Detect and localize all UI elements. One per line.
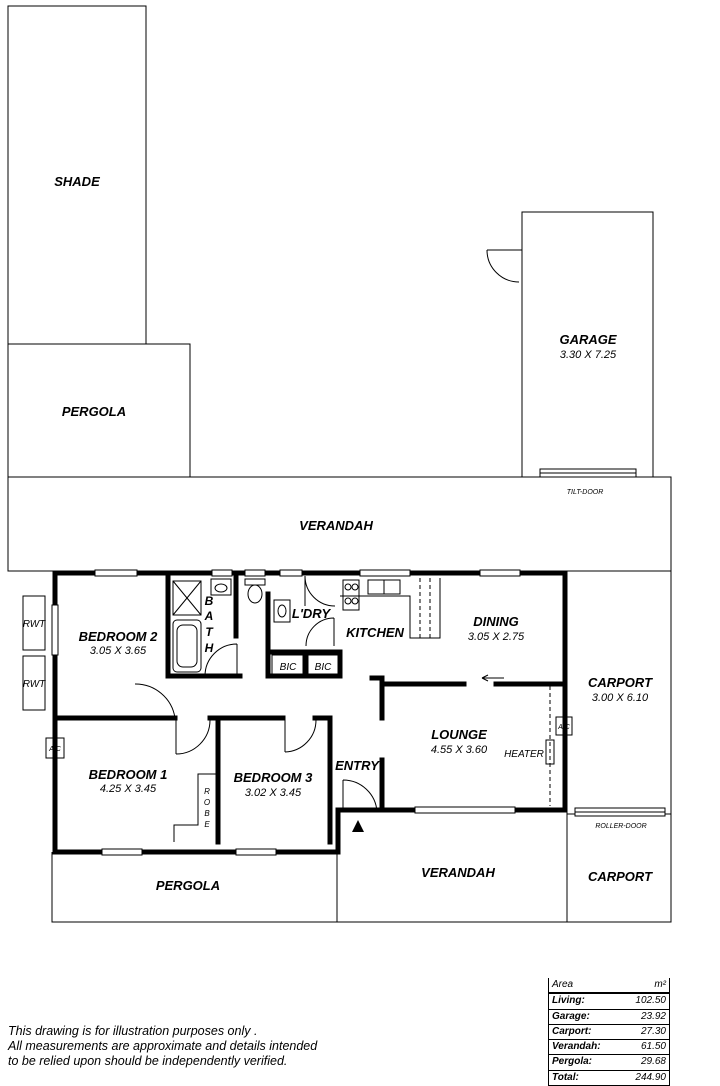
carport-right-dims: 3.00 X 6.10 [592,692,649,704]
bath-letter-t: T [205,625,214,639]
entry-arrow [352,820,364,832]
toilet-bowl [247,584,263,604]
stove [342,579,360,611]
disclaimer: This drawing is for illustration purpose… [8,1024,368,1069]
dining-label: DINING [473,614,519,629]
area-row: Pergola: 29.68 [549,1054,669,1069]
area-row-label: Garage: [552,1010,590,1022]
bath-letter-h: H [205,641,214,655]
robe-letter-o: O [204,798,210,807]
area-row-label: Verandah: [552,1041,601,1053]
heater-label: HEATER [504,749,544,760]
bic-1 [271,654,305,676]
ac-unit-left [45,737,65,759]
rwt-2-label: RWT [23,679,46,690]
robe-letter-e: E [204,820,210,829]
area-row-label: Living: [552,995,585,1007]
carport-right-label: CARPORT [588,675,653,690]
disclaimer-line-3: to be relied upon should be independentl… [8,1054,288,1068]
area-total-row: Total: 244.90 [549,1069,669,1085]
sliding-door-arrow [481,674,504,682]
ac-left-label: A/C [48,746,62,753]
area-total-label: Total: [552,1071,579,1083]
area-row: Garage: 23.92 [549,1008,669,1024]
bedroom3-door-swing [284,719,317,753]
area-header-label: Area [552,979,574,990]
area-total-value: 244.90 [635,1071,666,1083]
bic-1-label: BIC [280,662,297,673]
robe-letter-r: R [204,787,210,796]
rwt-1-label: RWT [23,619,46,630]
tilt-door-label: TILT-DOOR [567,489,604,496]
roller-door-label: ROLLER-DOOR [595,823,646,830]
shade-label: SHADE [54,174,100,189]
area-row-value: 61.50 [640,1041,666,1053]
lounge-label: LOUNGE [431,727,487,742]
garage-dims: 3.30 X 7.25 [560,349,617,361]
verandah-top-label: VERANDAH [299,518,373,533]
laundry-inner-door-swing [305,617,335,647]
area-row-label: Pergola: [552,1056,593,1068]
bedroom2-label: BEDROOM 2 [79,629,159,644]
vanity [210,578,232,596]
carport-bottom-label: CARPORT [588,869,653,884]
bathtub [172,619,202,673]
bedroom2-door-swing [134,683,176,719]
disclaimer-line-2: All measurements are approximate and det… [8,1039,318,1053]
windows [51,569,521,856]
kitchen-label: KITCHEN [346,625,404,640]
area-row-value: 27.30 [640,1025,666,1037]
robe-letter-b: B [204,809,210,818]
shower-base [172,580,202,616]
area-row-value: 29.68 [640,1056,666,1068]
lounge-dims: 4.55 X 3.60 [431,744,488,756]
bic-2 [307,654,339,676]
pergola-bottom-label: PERGOLA [156,878,220,893]
verandah-bottom-outline [336,812,568,923]
carport-right-outline [567,570,672,923]
robe-outline [173,773,216,842]
toilet [244,578,266,586]
interior-walls [52,572,566,845]
bedroom2-dims: 3.05 X 3.65 [90,645,147,657]
bath-letter-b: B [205,594,214,608]
floor-plan: SHADE PERGOLA GARAGE 3.30 X 7.25 TILT-DO… [7,5,672,923]
ac-right-label: A/C [557,724,571,731]
rwt-tank-1 [22,595,46,651]
area-row-value: 102.50 [635,995,666,1007]
area-row: Carport: 27.30 [549,1023,669,1039]
garage-door-swing [486,249,523,283]
dining-dims: 3.05 X 2.75 [468,631,525,643]
entry-label: ENTRY [335,758,380,773]
bedroom1-dims: 4.25 X 3.45 [100,783,157,795]
area-table: Area m² Living: 102.50 Garage: 23.92 Car… [548,978,670,1086]
bedroom1-door-swing [175,719,211,755]
bedroom3-label: BEDROOM 3 [234,770,314,785]
verandah-bottom-label: VERANDAH [421,865,495,880]
pergola-bottom-outline [51,852,337,923]
bic-2-label: BIC [315,662,332,673]
garage-label: GARAGE [559,332,616,347]
area-header-unit: m² [654,979,666,990]
kitchen-bench [340,578,441,639]
disclaimer-line-1: This drawing is for illustration purpose… [8,1024,258,1038]
bathroom-door-swing [204,643,238,677]
house-exterior-walls [52,570,568,855]
laundry-door-swing [304,575,336,607]
area-table-header: Area m² [549,978,669,994]
area-row: Living: 102.50 [549,993,669,1008]
ac-unit-right [555,716,573,736]
area-row-value: 23.92 [640,1010,666,1022]
laundry-tub [273,599,291,623]
entry-door-swing [342,779,378,813]
bedroom1-label: BEDROOM 1 [89,767,168,782]
bath-letter-a: A [204,609,214,623]
area-row: Verandah: 61.50 [549,1039,669,1054]
garage-outline [521,211,654,477]
bedroom3-dims: 3.02 X 3.45 [245,787,302,799]
area-row-label: Carport: [552,1025,592,1037]
pergola-top-label: PERGOLA [62,404,126,419]
laundry-label: L'DRY [292,606,332,621]
rwt-tank-2 [22,655,46,711]
